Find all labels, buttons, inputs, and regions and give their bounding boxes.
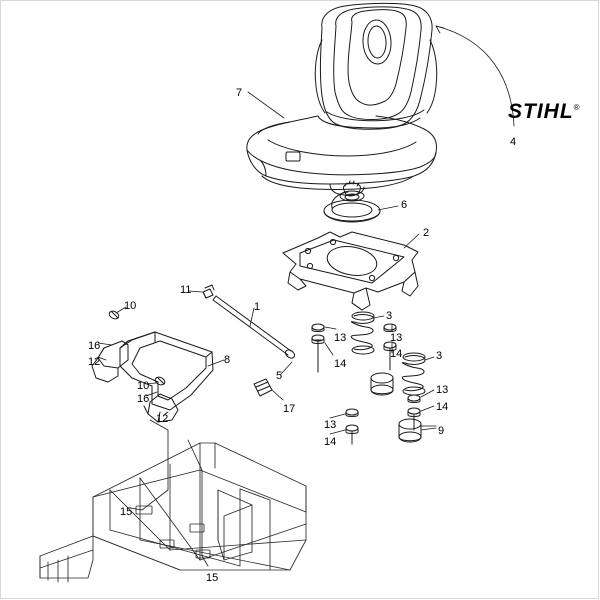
callout-8: 8 xyxy=(224,354,231,366)
callout-10-lower: 10 xyxy=(137,380,150,392)
callout-16-lower: 16 xyxy=(137,393,150,405)
callout-13-b: 13 xyxy=(390,332,403,344)
callout-5: 5 xyxy=(276,370,283,382)
callout-13-d: 13 xyxy=(324,419,337,431)
callout-3-right: 3 xyxy=(436,350,443,362)
callout-10-upper: 10 xyxy=(124,300,137,312)
callout-13-c: 13 xyxy=(436,384,449,396)
callout-4: 4 xyxy=(510,136,517,148)
part-washer-13-c xyxy=(407,394,421,403)
callout-11: 11 xyxy=(180,284,192,296)
leader-lines xyxy=(97,25,515,567)
part-bolt-14-c xyxy=(407,407,421,431)
part-spacer-sleeve xyxy=(253,378,273,397)
callout-12-lower: 12 xyxy=(156,413,169,425)
callout-2: 2 xyxy=(423,227,430,239)
brand-logo: STIHL® xyxy=(508,100,581,124)
part-spring-right xyxy=(401,352,426,396)
part-seat xyxy=(246,2,438,196)
part-washer-13-d xyxy=(345,408,359,417)
callout-15-upper: 15 xyxy=(120,506,133,518)
callout-15-lower: 15 xyxy=(206,572,219,584)
part-bolt-14-a xyxy=(311,334,325,373)
callout-6: 6 xyxy=(401,199,408,211)
part-washer-13-a xyxy=(311,323,325,332)
callout-13-a: 13 xyxy=(334,332,347,344)
brand-name: STIHL xyxy=(508,100,574,123)
callout-14-b: 14 xyxy=(390,348,403,360)
part-washer-13-b xyxy=(383,323,397,332)
part-gas-strut-rod xyxy=(212,295,296,359)
callout-9: 9 xyxy=(438,425,445,437)
callout-1: 1 xyxy=(254,301,261,313)
part-seat-support-bracket xyxy=(91,310,214,423)
callout-14-c: 14 xyxy=(436,401,449,413)
part-seat-mounting-plate xyxy=(282,231,419,311)
callout-16-upper: 16 xyxy=(88,340,101,352)
part-swivel-ring xyxy=(323,180,381,223)
callout-14-d: 14 xyxy=(324,436,337,448)
callout-3-left: 3 xyxy=(386,310,393,322)
callout-14-a: 14 xyxy=(334,358,347,370)
part-bumper-9-lower xyxy=(398,418,422,443)
part-spring-left xyxy=(350,311,375,355)
callout-7: 7 xyxy=(236,87,243,99)
part-bolt-14-b xyxy=(383,341,397,371)
part-collar-nut xyxy=(202,284,215,299)
part-chassis-frame xyxy=(39,442,307,583)
callout-12-upper: 12 xyxy=(88,356,101,368)
registered-mark: ® xyxy=(573,103,581,112)
callout-17: 17 xyxy=(283,403,296,415)
part-bumper-9-upper xyxy=(370,372,394,396)
part-bolt-14-d xyxy=(345,424,359,445)
